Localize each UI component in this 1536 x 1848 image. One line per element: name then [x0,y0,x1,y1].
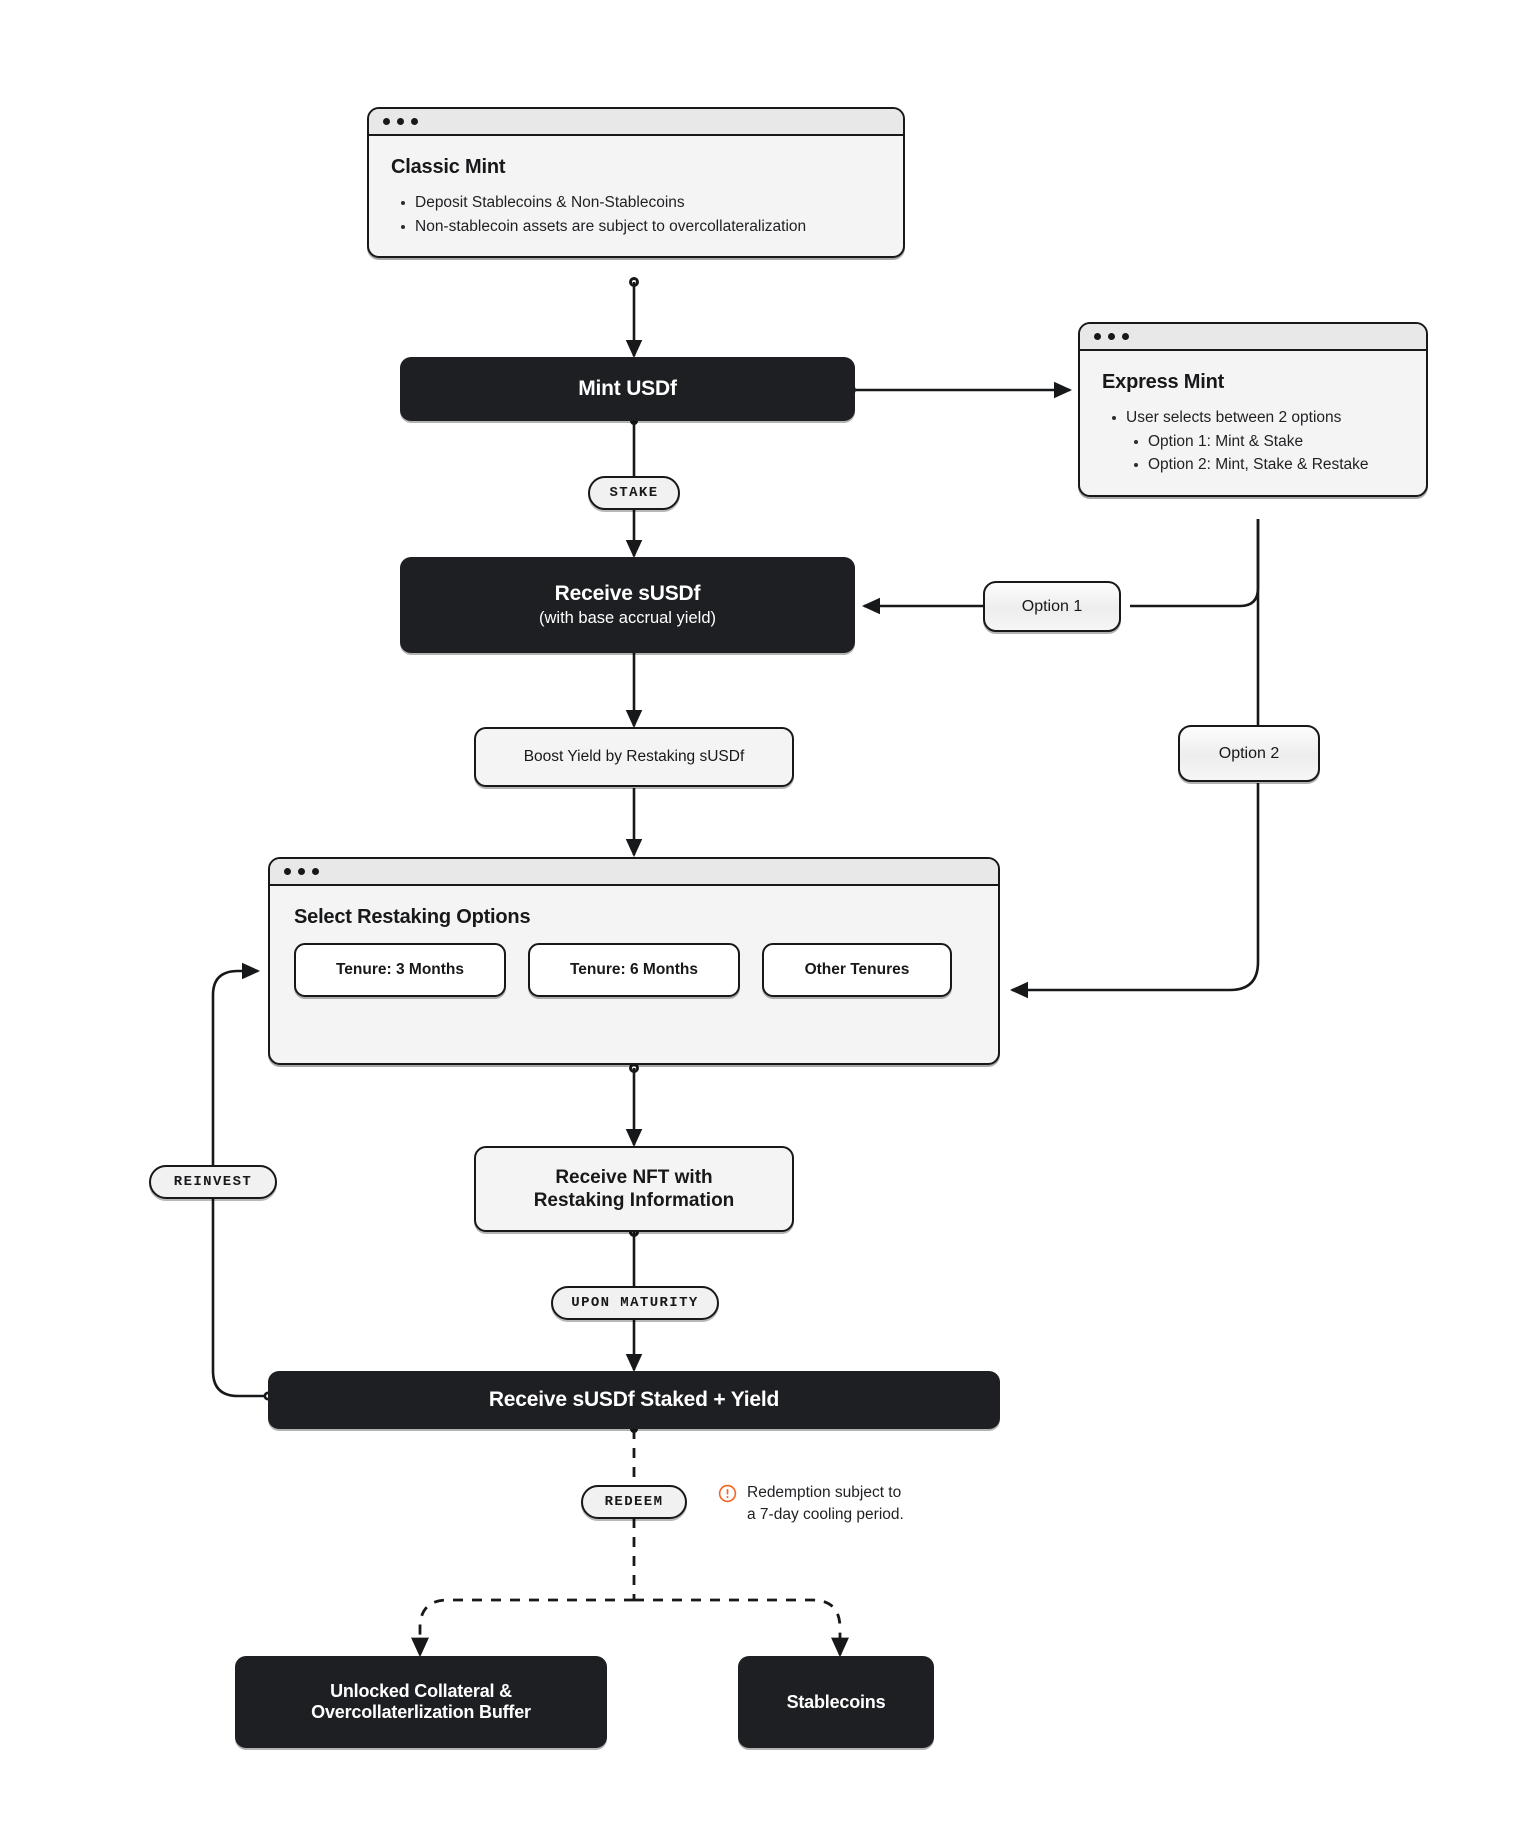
wire-option2-to-restaking [1009,783,1260,999]
option-2-label: Option 2 [1218,744,1280,762]
edge-label-redeem: REDEEM [581,1485,687,1519]
boost-yield-node[interactable]: Boost Yield by Restaking sUSDf [474,727,794,787]
mint-usdf-label: Mint USDf [578,377,677,400]
window-dot-icon [1108,333,1115,340]
stake-text: STAKE [609,485,659,501]
window-dot-icon [397,118,404,125]
option-2-chip[interactable]: Option 2 [1178,725,1320,782]
express-mint-title: Express Mint [1102,371,1225,393]
mint-usdf-node[interactable]: Mint USDf [400,357,855,421]
window-titlebar [369,109,903,136]
boost-yield-label: Boost Yield by Restaking sUSDf [523,748,745,765]
wire-redeem-to-stablecoins [634,1598,849,1658]
receive-susdf-title: Receive sUSDf [554,582,701,605]
receive-nft-node[interactable]: Receive NFT with Restaking Information [474,1146,794,1232]
wire-dot [629,277,639,287]
restaking-panel-title: Select Restaking Options [294,906,531,928]
alert-circle-icon [718,1484,737,1503]
express-mint-sub-bullets: Option 1: Mint & Stake Option 2: Mint, S… [1110,430,1404,477]
tenure-label: Tenure: 3 Months [335,961,465,978]
receive-nft-line2: Restaking Information [533,1190,735,1211]
express-mint-panel[interactable]: Express Mint User selects between 2 opti… [1078,322,1428,497]
receive-nft-line1: Receive NFT with [555,1166,713,1188]
panel-body: Express Mint User selects between 2 opti… [1080,351,1426,495]
tenure-button-3-months[interactable]: Tenure: 3 Months [294,943,506,997]
redemption-warning-note: Redemption subject to a 7-day cooling pe… [718,1482,978,1527]
receive-susdf-node[interactable]: Receive sUSDf (with base accrual yield) [400,557,855,653]
list-item: User selects between 2 options [1110,406,1404,430]
tenure-button-6-months[interactable]: Tenure: 6 Months [528,943,740,997]
upon-maturity-text: UPON MATURITY [571,1295,699,1311]
window-titlebar [1080,324,1426,351]
window-dot-icon [411,118,418,125]
receive-susdf-subtitle: (with base accrual yield) [539,609,716,627]
reinvest-text: REINVEST [173,1174,253,1190]
panel-body: Classic Mint Deposit Stablecoins & Non-S… [369,136,903,256]
stablecoins-label: Stablecoins [786,1691,886,1712]
tenure-label: Tenure: 6 Months [569,961,699,978]
redeem-text: REDEEM [604,1494,664,1510]
unlocked-collateral-line1: Unlocked Collateral & [330,1681,512,1701]
list-item: Option 2: Mint, Stake & Restake [1132,453,1404,477]
panel-body: Select Restaking Options Tenure: 3 Month… [270,886,998,1015]
window-titlebar [270,859,998,886]
warning-text: Redemption subject to a 7-day cooling pe… [747,1484,904,1524]
receive-staked-yield-node[interactable]: Receive sUSDf Staked + Yield [268,1371,1000,1429]
option-1-label: Option 1 [1021,597,1083,615]
list-item: Deposit Stablecoins & Non-Stablecoins [399,191,881,215]
receive-staked-yield-label: Receive sUSDf Staked + Yield [488,1388,780,1411]
wire-dot-inner [632,1066,636,1070]
unlocked-collateral-line2: Overcollaterlization Buffer [311,1702,531,1722]
list-item: Option 1: Mint & Stake [1132,430,1404,454]
stablecoins-node[interactable]: Stablecoins [738,1656,934,1748]
wire-dot-inner [632,280,636,284]
classic-mint-panel[interactable]: Classic Mint Deposit Stablecoins & Non-S… [367,107,905,259]
list-item: Non-stablecoin assets are subject to ove… [399,215,881,239]
unlocked-collateral-node[interactable]: Unlocked Collateral & Overcollaterlizati… [235,1656,607,1748]
classic-mint-title: Classic Mint [391,156,506,178]
tenure-button-group: Tenure: 3 Months Tenure: 6 Months Other … [294,943,974,997]
tenure-button-other[interactable]: Other Tenures [762,943,952,997]
wire-express-to-option1 [1130,519,1260,608]
select-restaking-panel[interactable]: Select Restaking Options Tenure: 3 Month… [268,857,1000,1065]
window-dot-icon [1094,333,1101,340]
tenure-label: Other Tenures [804,961,910,978]
window-dot-icon [284,868,291,875]
edge-label-upon-maturity: UPON MATURITY [551,1286,719,1320]
window-dot-icon [298,868,305,875]
option-1-chip[interactable]: Option 1 [983,581,1121,632]
wire-redeem-to-collateral [411,1598,634,1658]
edge-label-stake: STAKE [588,476,680,510]
window-dot-icon [1122,333,1129,340]
classic-mint-bullets: Deposit Stablecoins & Non-Stablecoins No… [391,191,881,238]
express-mint-bullets: User selects between 2 options Option 1:… [1102,406,1404,477]
window-dot-icon [312,868,319,875]
edge-label-reinvest: REINVEST [149,1165,277,1199]
window-dot-icon [383,118,390,125]
